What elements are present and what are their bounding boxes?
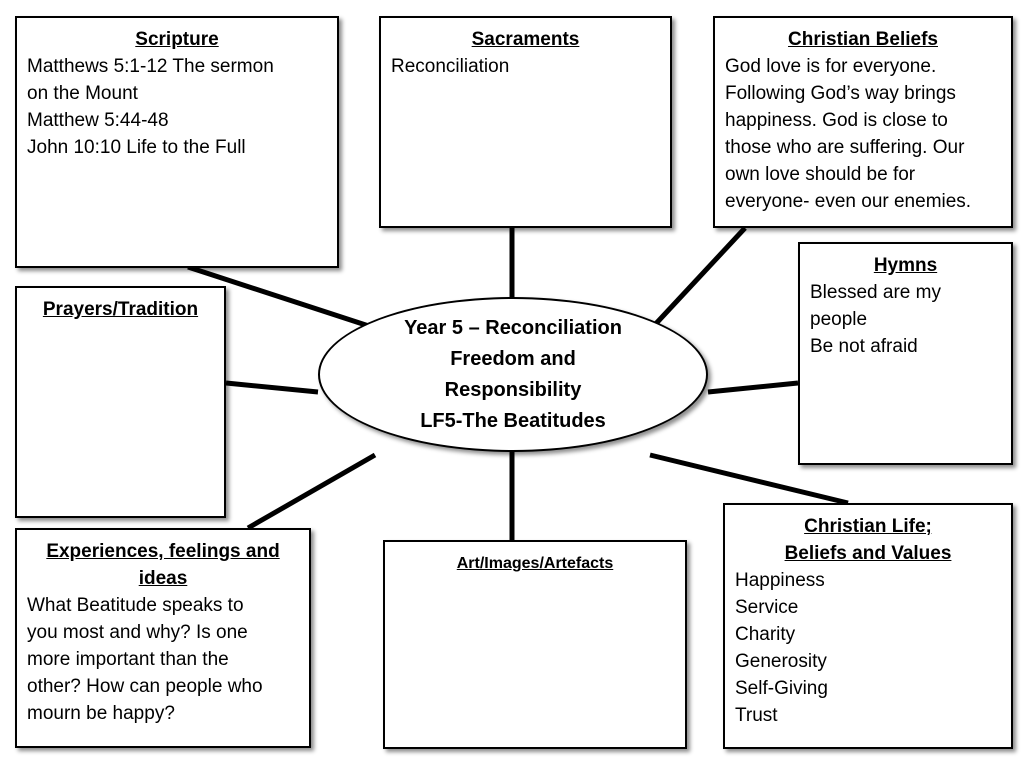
experiences-box: Experiences, feelings and ideas What Bea…	[15, 528, 311, 748]
christian-life-value: Self-Giving	[735, 678, 828, 699]
center-topic-line: Responsibility	[444, 378, 582, 401]
experiences-line: you most and why? Is one	[27, 622, 248, 643]
sacraments-box: Sacraments Reconciliation	[379, 16, 672, 228]
sacraments-line: Reconciliation	[391, 56, 510, 77]
connector-prayers	[225, 380, 319, 395]
connector-christian-beliefs	[648, 226, 747, 332]
hymns-line: Be not afraid	[810, 336, 918, 357]
christian-beliefs-line: God love is for everyone.	[725, 56, 937, 77]
scripture-line: Matthews 5:1-12 The sermon	[27, 56, 274, 77]
christian-beliefs-title: Christian Beliefs	[788, 29, 938, 50]
prayers-tradition-title: Prayers/Tradition	[42, 299, 199, 320]
center-topic-oval: Year 5 – Reconciliation Freedom and Resp…	[318, 297, 708, 452]
experiences-line: more important than the	[27, 649, 229, 670]
hymns-line: people	[810, 309, 868, 330]
christian-beliefs-line: Following God’s way brings	[725, 83, 956, 104]
christian-life-box: Christian Life; Beliefs and Values Happi…	[723, 503, 1013, 749]
center-topic-line: LF5-The Beatitudes	[420, 409, 606, 432]
christian-life-value: Trust	[735, 705, 778, 726]
scripture-line: on the Mount	[27, 83, 138, 104]
experiences-title: ideas	[138, 568, 188, 589]
art-images-artefacts-box: Art/Images/Artefacts	[383, 540, 687, 749]
hymns-box: Hymns Blessed are my people Be not afrai…	[798, 242, 1013, 465]
experiences-title: Experiences, feelings and	[46, 541, 280, 562]
connector-hymns	[707, 380, 799, 395]
experiences-line: mourn be happy?	[27, 703, 175, 724]
experiences-line: What Beatitude speaks to	[27, 595, 244, 616]
hymns-line: Blessed are my	[810, 282, 941, 303]
christian-beliefs-line: everyone- even our enemies.	[725, 191, 972, 212]
hymns-title: Hymns	[873, 255, 938, 276]
christian-life-title: Beliefs and Values	[784, 543, 952, 564]
christian-beliefs-line: own love should be for	[725, 164, 916, 185]
center-topic-line: Year 5 – Reconciliation	[404, 316, 622, 339]
scripture-box: Scripture Matthews 5:1-12 The sermon on …	[15, 16, 339, 268]
prayers-tradition-box: Prayers/Tradition	[15, 286, 226, 518]
experiences-line: other? How can people who	[27, 676, 263, 697]
christian-beliefs-line: those who are suffering. Our	[725, 137, 965, 158]
sacraments-title: Sacraments	[471, 29, 580, 50]
christian-life-value: Service	[735, 597, 799, 618]
center-topic-line: Freedom and	[450, 347, 576, 370]
art-images-artefacts-title: Art/Images/Artefacts	[456, 555, 614, 572]
christian-life-value: Happiness	[735, 570, 825, 591]
christian-life-title: Christian Life;	[804, 516, 932, 537]
scripture-line: John 10:10 Life to the Full	[27, 137, 246, 158]
christian-beliefs-line: happiness. God is close to	[725, 110, 948, 131]
connector-experiences	[246, 452, 377, 531]
connector-christian-life	[649, 452, 849, 506]
christian-life-value: Charity	[735, 624, 796, 645]
christian-beliefs-box: Christian Beliefs God love is for everyo…	[713, 16, 1013, 228]
connector-scripture	[187, 264, 376, 331]
scripture-line: Matthew 5:44-48	[27, 110, 169, 131]
christian-life-value: Generosity	[735, 651, 827, 672]
scripture-title: Scripture	[135, 29, 219, 50]
